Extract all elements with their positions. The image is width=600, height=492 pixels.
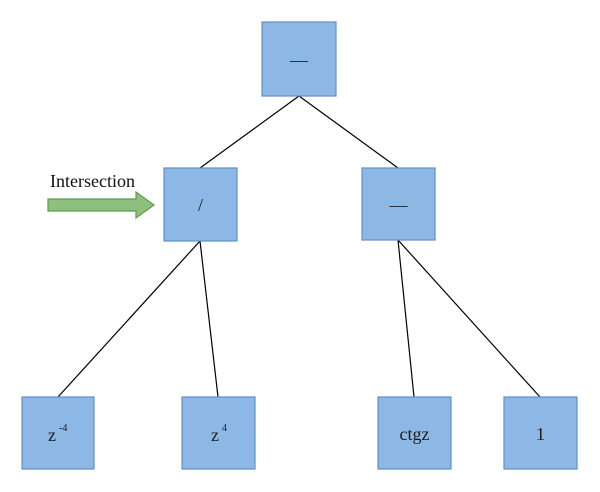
tree-edge-minus-one: [397, 239, 541, 398]
tree-node-z4-label: z: [211, 425, 219, 445]
tree-node-division-label: /: [198, 195, 203, 215]
tree-node-z4: z 4: [181, 396, 256, 470]
tree-edge-div-z4: [199, 240, 219, 398]
tree-node-z-neg4-exponent: -4: [59, 423, 67, 434]
tree-node-minus: —: [361, 167, 436, 241]
tree-edge-root-div: [199, 95, 300, 169]
svg-text:z: z: [211, 425, 219, 445]
tree-node-ctgz-label: ctgz: [400, 424, 430, 444]
tree-edge-div-zneg4: [57, 240, 201, 398]
tree-node-one: 1: [503, 396, 578, 470]
tree-node-division: /: [163, 167, 238, 242]
intersection-label: Intersection: [50, 171, 135, 191]
tree-edge-minus-ctgz: [397, 239, 415, 398]
tree-node-minus-label: —: [389, 195, 409, 215]
tree-node-z-neg4-label: z: [48, 425, 56, 445]
tree-node-root-label: —: [289, 50, 309, 70]
intersection-arrow-icon: [47, 190, 156, 220]
tree-node-z4-exponent: 4: [222, 423, 227, 434]
tree-edge-root-minus: [298, 95, 399, 169]
svg-text:z: z: [48, 425, 56, 445]
tree-edges: [57, 95, 541, 398]
tree-node-ctgz: ctgz: [377, 396, 452, 470]
tree-node-root: —: [261, 21, 337, 97]
tree-node-one-label: 1: [536, 424, 545, 444]
tree-node-z-neg4: z -4: [21, 396, 95, 470]
